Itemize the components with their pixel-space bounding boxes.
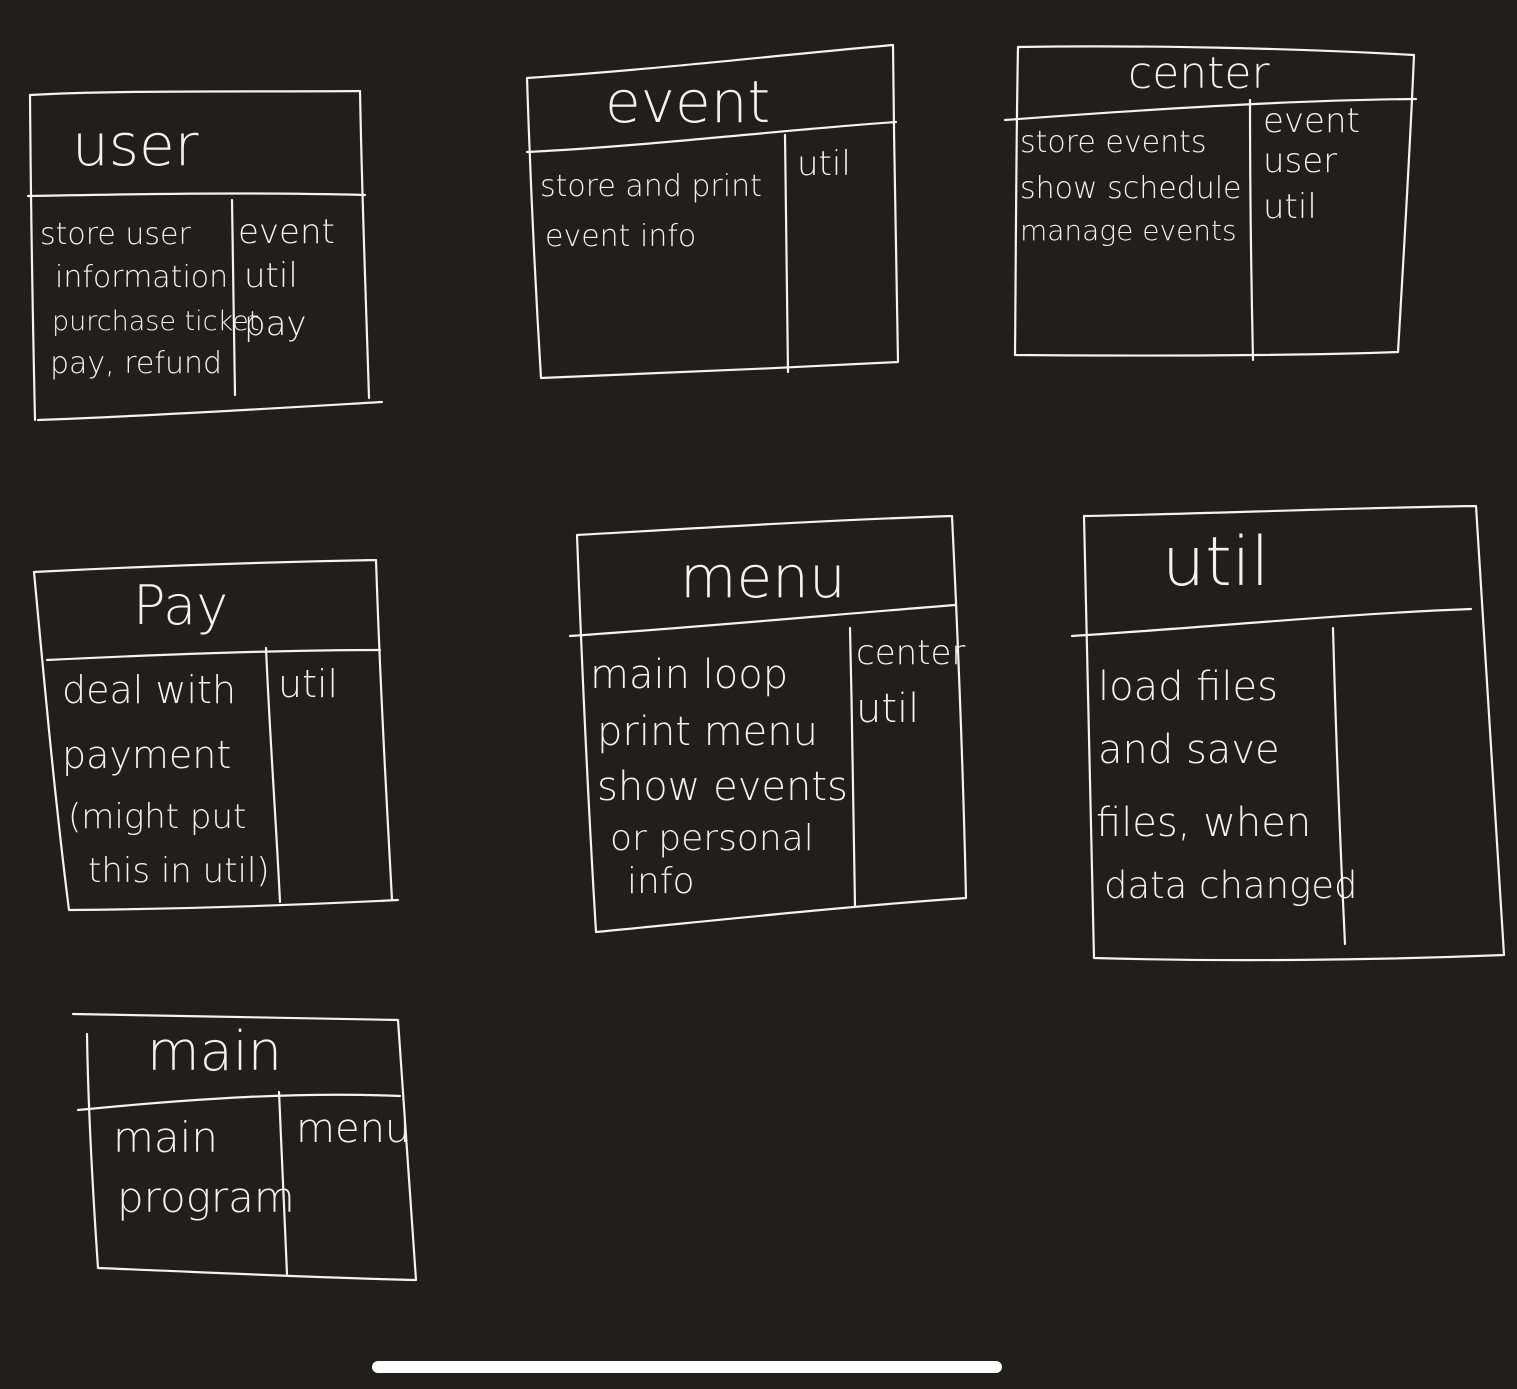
responsibility: data changed — [1104, 864, 1357, 907]
responsibility: program — [117, 1173, 295, 1222]
card-border — [28, 89, 384, 422]
collaborator: util — [856, 686, 919, 732]
responsibility: show schedule — [1020, 171, 1242, 206]
home-indicator-bar[interactable] — [372, 1361, 1002, 1373]
card-border — [1013, 45, 1416, 357]
responsibility: or personal — [610, 818, 814, 859]
header-divider — [45, 648, 382, 662]
responsibility: pay, refund — [50, 346, 222, 381]
collaborator: util — [797, 144, 851, 184]
collaborator: util — [278, 662, 338, 706]
collaborator: util — [244, 256, 298, 296]
responsibility: purchase ticket — [52, 306, 259, 337]
card-border — [575, 514, 968, 934]
card-title: Pay — [133, 574, 228, 637]
card-title: main — [147, 1020, 282, 1083]
responsibility: store user — [40, 217, 192, 252]
card-menu: menu main loop print menu show events or… — [568, 514, 968, 934]
responsibility: main — [113, 1113, 218, 1162]
responsibility: print menu — [597, 709, 818, 755]
card-title: user — [72, 111, 199, 179]
header-divider — [525, 120, 898, 154]
column-divider — [277, 1090, 289, 1276]
card-border — [71, 1012, 418, 1282]
collaborator: event — [1263, 101, 1360, 141]
header-divider — [1003, 97, 1418, 122]
card-title: menu — [680, 543, 846, 611]
header-divider — [1070, 607, 1473, 638]
collaborator: event — [238, 212, 335, 252]
header-divider — [568, 603, 957, 638]
header-divider — [26, 192, 367, 198]
responsibility: manage events — [1020, 214, 1237, 247]
column-divider — [230, 198, 237, 397]
card-main: main main program menu — [71, 1012, 418, 1282]
responsibility: event info — [545, 219, 696, 254]
card-event: event store and print event info util — [525, 43, 900, 380]
collaborator: util — [1263, 187, 1317, 227]
responsibility: and save — [1098, 727, 1280, 773]
card-title: event — [605, 68, 770, 136]
collaborator: center — [856, 633, 965, 673]
collaborator: menu — [296, 1106, 410, 1152]
card-center: center store events show schedule manage… — [1003, 45, 1418, 362]
responsibility: files, when — [1096, 800, 1311, 846]
column-divider — [1248, 98, 1255, 362]
responsibility: (might put — [68, 797, 246, 837]
header-divider — [76, 1093, 402, 1112]
responsibility: show events — [597, 764, 848, 810]
responsibility: this in util) — [88, 851, 270, 891]
responsibility: information — [55, 260, 228, 295]
responsibility: main loop — [590, 652, 788, 698]
responsibility: info — [627, 861, 695, 902]
column-divider — [783, 133, 790, 374]
collaborator: user — [1263, 141, 1337, 181]
card-title: center — [1128, 48, 1270, 99]
card-pay: Pay deal with payment (might put this in… — [32, 558, 400, 912]
responsibility: store and print — [540, 169, 762, 204]
card-border — [32, 558, 400, 912]
responsibility: load files — [1098, 664, 1278, 710]
responsibility: payment — [62, 733, 231, 777]
collaborator: pay — [244, 304, 307, 344]
responsibility: deal with — [62, 668, 236, 712]
card-util: util load files and save files, when dat… — [1070, 504, 1506, 962]
card-user: user store user information purchase tic… — [26, 89, 384, 422]
column-divider — [848, 626, 857, 908]
column-divider — [1331, 626, 1347, 946]
card-border — [525, 43, 900, 380]
responsibility: store events — [1020, 125, 1207, 160]
column-divider — [264, 646, 282, 904]
card-title: util — [1162, 523, 1270, 602]
card-border — [1082, 504, 1506, 962]
